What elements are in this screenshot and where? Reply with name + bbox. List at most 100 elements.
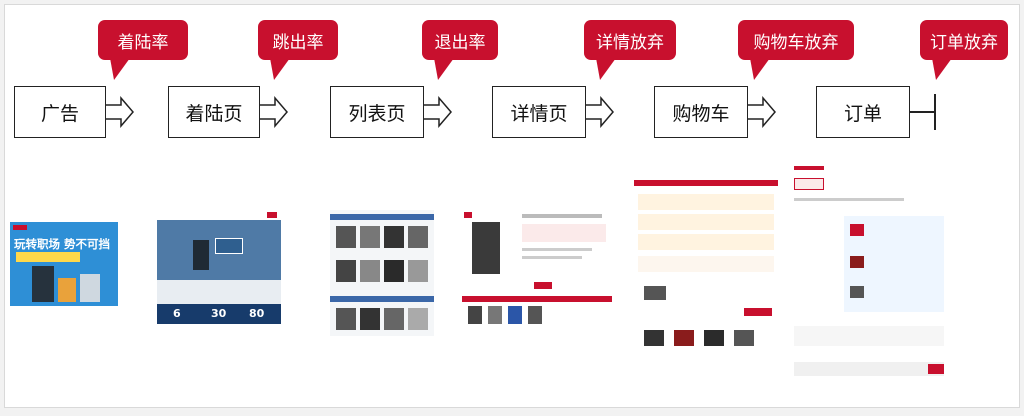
callout-label: 购物车放弃	[753, 32, 839, 53]
arrow-right-icon	[106, 96, 134, 128]
order-submit-bar	[794, 362, 944, 376]
cart-item-row	[638, 194, 774, 210]
detail-tab-bar	[462, 296, 612, 302]
callout-detail-abandon: 详情放弃	[584, 20, 676, 80]
cart-recommend-item	[734, 330, 754, 346]
callout-label: 订单放弃	[930, 32, 998, 53]
order-header-line	[794, 166, 824, 170]
arrow-right-icon	[260, 96, 288, 128]
thumbnail-detail-page	[462, 210, 612, 330]
list-product-cell	[408, 260, 428, 282]
order-item-image	[850, 286, 864, 298]
thumbnail-cart	[634, 180, 778, 358]
landing-header-bar	[157, 210, 281, 220]
callout-order-abandon: 订单放弃	[920, 20, 1008, 80]
callout-cart-abandon: 购物车放弃	[738, 20, 854, 80]
detail-info-line	[522, 248, 592, 251]
stage-label: 订单	[843, 102, 882, 125]
callout-tail	[434, 58, 454, 80]
list-section-bar	[330, 296, 434, 302]
order-item-image	[850, 256, 864, 268]
stage-ad: 广告	[14, 86, 106, 138]
list-product-cell	[360, 260, 380, 282]
callout-exit-rate: 退出率	[422, 20, 498, 80]
ad-logo-bar	[13, 225, 27, 230]
list-product-cell	[384, 226, 404, 248]
cart-header-bar	[634, 180, 778, 186]
callout-landing-rate: 着陆率	[98, 20, 188, 80]
detail-product-image	[472, 222, 500, 274]
list-product-cell	[360, 226, 380, 248]
landing-stat-1: 6	[173, 307, 181, 320]
landing-hero-product	[193, 240, 209, 270]
list-product-cell	[360, 308, 380, 330]
stage-label: 详情页	[510, 102, 568, 125]
detail-buy-button	[534, 282, 552, 289]
stage-label: 列表页	[348, 102, 406, 125]
list-product-cell	[336, 260, 356, 282]
landing-stat-2: 30	[211, 307, 227, 320]
detail-info-line	[522, 214, 602, 218]
stage-order: 订单	[816, 86, 910, 138]
callout-label: 着陆率	[117, 32, 169, 53]
order-submit-button	[928, 364, 944, 374]
stage-label: 着陆页	[185, 102, 243, 125]
cart-product-image	[644, 286, 666, 300]
callout-tail	[110, 58, 130, 80]
detail-related-item	[488, 306, 502, 324]
detail-price-box	[522, 224, 606, 242]
thumbnail-list-page	[330, 210, 434, 336]
cart-recommend-item	[674, 330, 694, 346]
ad-printer-image	[32, 266, 54, 302]
cart-checkout-button	[744, 308, 772, 316]
callout-label: 退出率	[434, 32, 486, 53]
callout-tail	[750, 58, 770, 80]
callout-tail	[596, 58, 616, 80]
detail-related-item	[508, 306, 522, 324]
stage-label: 购物车	[672, 102, 730, 125]
callout-label: 详情放弃	[596, 32, 664, 53]
detail-info-line	[522, 256, 582, 259]
arrow-right-icon	[748, 96, 776, 128]
landing-hero-badge	[215, 238, 243, 254]
ad-badge	[16, 252, 80, 262]
detail-logo	[464, 212, 472, 218]
cart-recommend-item	[644, 330, 664, 346]
order-info-line	[794, 198, 904, 201]
ad-headline: 玩转职场 势不可挡	[14, 237, 111, 251]
order-address-box	[794, 178, 824, 190]
order-summary-box	[794, 326, 944, 346]
flow-end-bar	[934, 94, 936, 130]
list-product-cell	[336, 308, 356, 330]
stage-detail-page: 详情页	[492, 86, 586, 138]
list-product-cell	[408, 308, 428, 330]
arrow-right-icon	[586, 96, 614, 128]
cart-item-row	[638, 256, 774, 272]
landing-product-row	[157, 280, 281, 304]
thumbnail-order	[790, 158, 950, 386]
cart-item-row	[638, 214, 774, 230]
landing-stats-bar	[157, 304, 281, 324]
arrow-right-icon	[424, 96, 452, 128]
ad-product-image	[58, 278, 76, 302]
detail-related-item	[528, 306, 542, 324]
ad-device-image	[80, 274, 100, 302]
list-product-cell	[384, 308, 404, 330]
callout-label: 跳出率	[272, 32, 324, 53]
stage-label: 广告	[40, 102, 79, 125]
stage-list-page: 列表页	[330, 86, 424, 138]
list-header-bar	[330, 214, 434, 220]
cart-recommend-item	[704, 330, 724, 346]
thumbnail-landing-page: 6 30 80	[157, 210, 281, 324]
stage-landing-page: 着陆页	[168, 86, 260, 138]
callout-bounce-rate: 跳出率	[258, 20, 338, 80]
list-product-cell	[384, 260, 404, 282]
order-item-image	[850, 224, 864, 236]
list-product-cell	[336, 226, 356, 248]
list-product-cell	[408, 226, 428, 248]
thumbnail-ad: 玩转职场 势不可挡	[10, 222, 118, 306]
stage-cart: 购物车	[654, 86, 748, 138]
flow-end-connector	[910, 111, 936, 113]
callout-tail	[932, 58, 952, 80]
landing-stat-3: 80	[249, 307, 265, 320]
